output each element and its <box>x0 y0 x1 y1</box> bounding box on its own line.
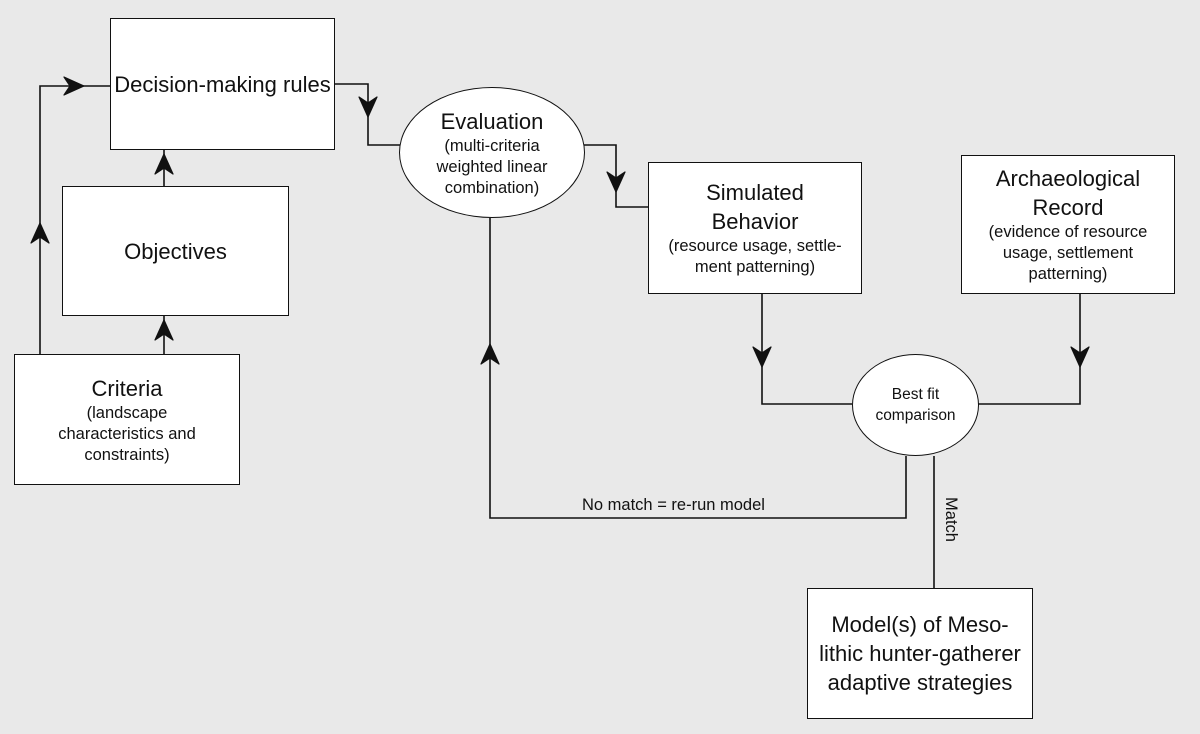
connector-evaluation-to-simulated <box>583 144 648 208</box>
arrowhead-up-to-objectives <box>154 319 174 341</box>
evaluation-description: (multi-criteria weighted linear combinat… <box>436 136 548 197</box>
arrowhead-down-to-simulated <box>606 171 626 193</box>
criteria-title: Criteria <box>91 375 163 401</box>
archaeological-record-box: Archaeological Record (evidence of resou… <box>961 155 1175 294</box>
connector-simulated-to-bestfit <box>761 294 852 405</box>
simulated-behavior-box: Simulated Behavior (resource usage, sett… <box>648 162 862 294</box>
arrowhead-right-to-decision <box>63 76 85 96</box>
arrowhead-down-to-bestfit-left <box>752 346 772 368</box>
best-fit-comparison-title: Best fit comparison <box>875 386 956 424</box>
arrowhead-down-to-evaluation <box>358 96 378 118</box>
no-match-label: No match = re-run model <box>582 496 765 514</box>
arrowhead-up-left-line <box>30 222 50 244</box>
simulated-behavior-title: Simulated Behavior <box>706 180 804 234</box>
evaluation-ellipse: Evaluation (multi-criteria weighted line… <box>399 87 585 218</box>
best-fit-comparison-ellipse: Best fit comparison <box>852 354 979 456</box>
simulated-behavior-description: (resource usage, settle-ment patterning) <box>668 237 842 276</box>
arrowhead-down-to-bestfit-right <box>1070 346 1090 368</box>
decision-making-rules-box: Decision-making rules <box>110 18 335 150</box>
evaluation-title: Evaluation <box>440 108 544 134</box>
arrowhead-up-no-match <box>480 343 500 365</box>
objectives-title: Objectives <box>124 238 227 264</box>
match-label: Match <box>941 497 960 542</box>
objectives-box: Objectives <box>62 186 289 316</box>
archaeological-record-description: (evidence of resource usage, settlement … <box>988 223 1148 283</box>
connector-no-match-loop <box>489 218 907 519</box>
model-output-box: Model(s) of Meso-lithic hunter-gatherer … <box>807 588 1033 719</box>
model-output-title: Model(s) of Meso-lithic hunter-gatherer … <box>819 612 1021 695</box>
archaeological-record-title: Archaeological Record <box>995 166 1141 220</box>
criteria-box: Criteria (landscape characteristics and … <box>14 354 240 485</box>
decision-making-rules-title: Decision-making rules <box>114 71 331 97</box>
arrowhead-up-to-decision <box>154 153 174 175</box>
criteria-description: (landscape characteristics and constrain… <box>58 403 196 464</box>
connector-criteria-to-decision <box>39 85 110 354</box>
connector-archaeological-to-bestfit <box>978 294 1081 405</box>
